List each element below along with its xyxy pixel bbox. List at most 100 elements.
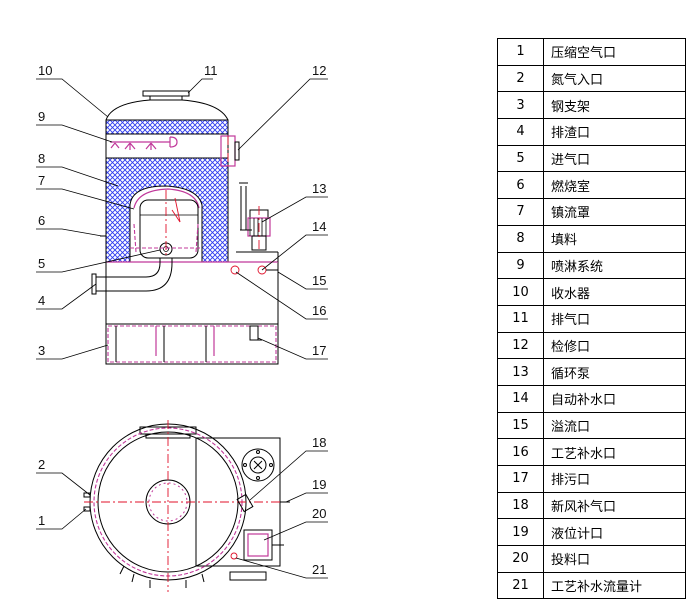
legend-label: 镇流罩 (543, 198, 686, 226)
callout-10: 10 (38, 63, 52, 78)
water-tank (105, 261, 279, 325)
process-makeup-port (230, 265, 240, 275)
legend-number: 11 (497, 304, 544, 333)
legend-label: 压缩空气口 (543, 38, 686, 66)
exhaust-outlet-flange (142, 90, 190, 97)
callout-1: 1 (38, 513, 45, 528)
legend-label: 排渣口 (543, 118, 686, 146)
legend-number: 10 (497, 278, 544, 306)
legend-number: 13 (497, 358, 544, 386)
callout-15: 15 (312, 273, 326, 288)
callout-17: 17 (312, 343, 326, 358)
legend-number: 8 (497, 224, 544, 253)
legend-label: 新风补气口 (543, 491, 686, 520)
legend-number: 2 (497, 64, 544, 93)
ballast-hood (133, 188, 200, 209)
callout-7: 7 (38, 173, 45, 188)
callout-3: 3 (38, 343, 45, 358)
legend-label: 溢流口 (543, 411, 686, 440)
callout-18: 18 (312, 435, 326, 450)
legend-number: 16 (497, 438, 544, 466)
legend-number: 12 (497, 331, 544, 360)
callout-numbers: 10 9 8 7 6 5 4 3 2 1 11 12 13 14 15 16 1… (38, 63, 326, 577)
plan-pump-flange (241, 448, 275, 482)
legend-label: 燃烧室 (543, 171, 686, 200)
legend-number: 3 (497, 91, 544, 120)
callout-6: 6 (38, 213, 45, 228)
plan-view (83, 420, 290, 592)
combustion-chamber (139, 199, 199, 259)
callout-11: 11 (204, 63, 218, 78)
front-elevation-view (91, 90, 279, 365)
inspection-door (220, 135, 240, 167)
legend-label: 检修口 (543, 331, 686, 360)
callout-14: 14 (312, 219, 326, 234)
legend-number: 5 (497, 144, 544, 173)
equipment-drawing: 10 9 8 7 6 5 4 3 2 1 11 12 13 14 15 16 1… (36, 63, 328, 592)
legend-label: 循环泵 (543, 358, 686, 386)
legend-label: 喷淋系统 (543, 251, 686, 280)
callout-5: 5 (38, 256, 45, 271)
tower-dome (105, 99, 229, 121)
legend-label: 排污口 (543, 465, 686, 493)
legend-label: 液位计口 (543, 518, 686, 547)
slag-outlet-pipe (96, 258, 173, 292)
legend-number: 18 (497, 491, 544, 520)
circulation-pump (240, 206, 271, 252)
legend-label: 进气口 (543, 144, 686, 173)
legend-label: 工艺补水流量计 (543, 571, 686, 600)
callout-19: 19 (312, 477, 326, 492)
legend-number: 21 (497, 571, 544, 600)
callout-8: 8 (38, 151, 45, 166)
legend-label: 氮气入口 (543, 64, 686, 93)
legend-number: 1 (497, 38, 544, 66)
legend-number: 15 (497, 411, 544, 440)
callout-leaders (36, 78, 328, 579)
plan-flowmeter (230, 552, 238, 560)
spray-system (110, 136, 178, 150)
legend-number: 7 (497, 198, 544, 226)
legend-number: 17 (497, 465, 544, 493)
legend-label: 收水器 (543, 278, 686, 306)
callout-20: 20 (312, 506, 326, 521)
legend-label: 填料 (543, 224, 686, 253)
plan-fresh-air-port (236, 493, 254, 513)
legend-label: 投料口 (543, 545, 686, 573)
plan-feed-port (243, 529, 284, 561)
legend-number: 19 (497, 518, 544, 547)
steel-support-frame (105, 323, 279, 365)
callout-12: 12 (312, 63, 326, 78)
legend-number: 20 (497, 545, 544, 573)
legend-label: 工艺补水口 (543, 438, 686, 466)
callout-9: 9 (38, 109, 45, 124)
legend-label: 自动补水口 (543, 384, 686, 413)
legend-number: 9 (497, 251, 544, 280)
callout-21: 21 (312, 562, 326, 577)
legend-number: 6 (497, 171, 544, 200)
callout-2: 2 (38, 457, 45, 472)
callout-13: 13 (312, 181, 326, 196)
legend-label: 排气口 (543, 304, 686, 333)
legend-number: 14 (497, 384, 544, 413)
callout-4: 4 (38, 293, 45, 308)
